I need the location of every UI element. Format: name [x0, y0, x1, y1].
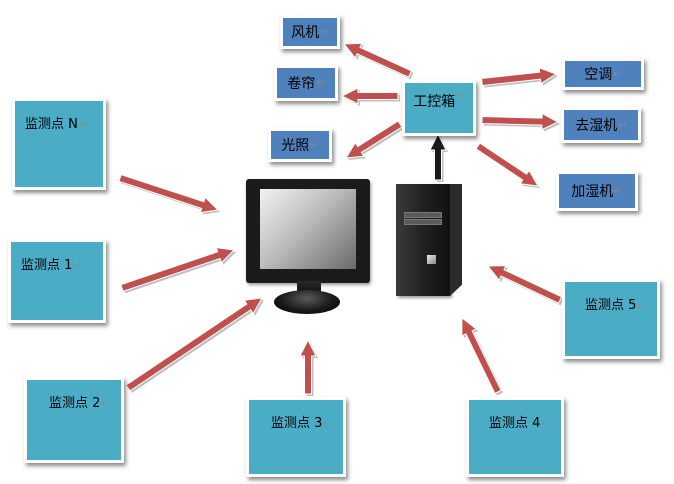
- monitor-point-label: 监测点 4: [489, 416, 541, 431]
- paragraph-mark: ↵: [316, 77, 325, 89]
- arrow-1-to-computer: [120, 246, 236, 292]
- arrow-control-to-lighting: [345, 120, 403, 159]
- paragraph-mark: ↵: [637, 301, 646, 312]
- arrow-control-to-ac: [481, 67, 558, 87]
- paragraph-mark: ↵: [614, 185, 623, 197]
- control-box-label: 工控箱: [413, 94, 456, 110]
- device-curtain: 卷帘↵: [274, 65, 338, 101]
- monitor-base: [274, 290, 340, 314]
- paragraph-mark: ↵: [456, 91, 465, 102]
- arrow-5-to-computer: [486, 265, 563, 304]
- monitor-screen: [260, 189, 356, 269]
- arrow-2-to-computer: [125, 297, 263, 392]
- monitor-point-n: 监测点 N↵: [12, 98, 106, 190]
- monitor-point-5: 监测点 5↵: [562, 279, 660, 359]
- power-button-icon: [427, 255, 436, 264]
- paragraph-mark: ↵: [323, 419, 332, 430]
- monitor-point-label: 监测点 3: [271, 416, 323, 431]
- device-label: 加湿机: [571, 184, 614, 200]
- paragraph-mark: ↵: [73, 261, 82, 272]
- arrow-4-to-computer: [461, 316, 502, 395]
- device-label: 风机: [291, 25, 320, 41]
- device-label: 光照: [281, 138, 310, 154]
- computer-tower-icon: [396, 184, 450, 296]
- paragraph-mark: ↵: [613, 68, 622, 80]
- paragraph-mark: ↵: [101, 399, 110, 410]
- monitor-point-2: 监测点 2↵: [24, 377, 124, 463]
- device-dehumidifier: 去湿机↵: [561, 107, 641, 143]
- monitor-point-3: 监测点 3↵: [246, 397, 346, 477]
- monitor-point-label: 监测点 2: [49, 396, 101, 411]
- monitor-point-label: 监测点 5: [585, 298, 637, 313]
- drive-slot: [404, 212, 442, 218]
- drive-slot: [404, 219, 442, 225]
- paragraph-mark: ↵: [618, 119, 627, 131]
- device-label: 卷帘: [287, 76, 316, 92]
- paragraph-mark: ↵: [320, 26, 329, 38]
- arrow-control-to-dehumidifier: [481, 112, 560, 131]
- arrow-control-to-humidifier: [475, 142, 539, 187]
- device-fan: 风机↵: [280, 15, 340, 49]
- monitor-point-4: 监测点 4↵: [466, 397, 564, 477]
- monitor-point-label: 监测点 N: [25, 117, 78, 132]
- arrow-n-to-computer: [118, 174, 220, 214]
- device-humidifier: 加湿机↵: [556, 171, 638, 211]
- arrow-control-to-curtain: [340, 87, 399, 105]
- paragraph-mark: ↵: [78, 120, 88, 131]
- paragraph-mark: ↵: [541, 419, 550, 430]
- arrow-control-to-fan: [342, 42, 413, 78]
- monitor-point-label: 监测点 1: [21, 258, 73, 273]
- device-label: 空调: [584, 67, 613, 83]
- arrow-3-to-computer: [299, 338, 317, 395]
- computer-tower-side: [450, 184, 462, 296]
- paragraph-mark: ↵: [310, 139, 319, 151]
- control-box: 工控箱↵: [402, 80, 476, 136]
- monitor-point-1: 监测点 1↵: [8, 239, 106, 323]
- device-lighting: 光照↵: [268, 128, 332, 162]
- arrow-computer-to-control: [429, 132, 447, 181]
- computer-monitor-icon: [246, 179, 370, 283]
- device-air-conditioner: 空调↵: [562, 58, 644, 90]
- device-label: 去湿机: [575, 118, 618, 134]
